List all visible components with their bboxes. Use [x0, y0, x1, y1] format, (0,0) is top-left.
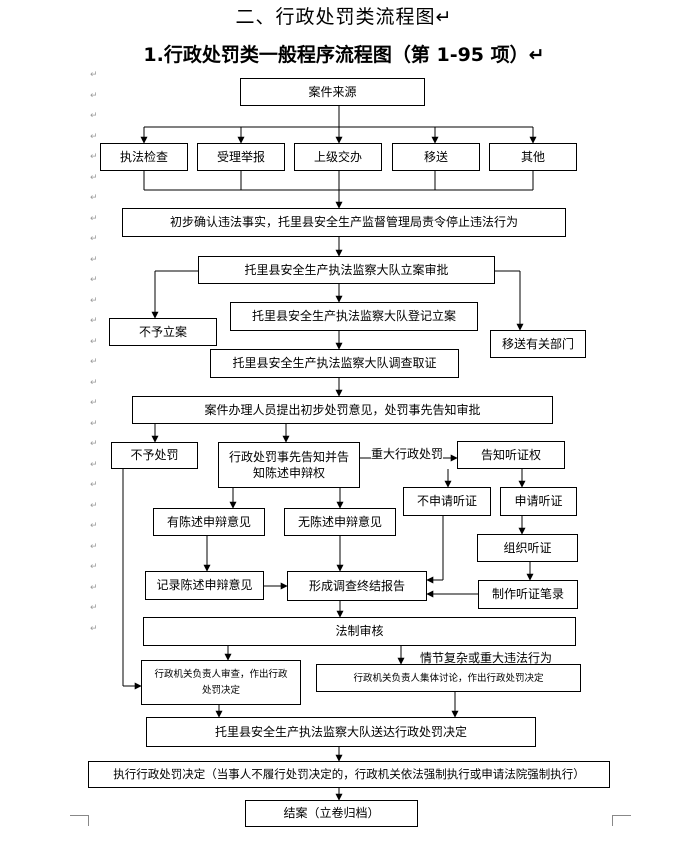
paragraph-mark: ↵	[90, 419, 98, 429]
node-case-source: 案件来源	[240, 78, 425, 106]
node-register-case: 托里县安全生产执法监察大队登记立案	[230, 302, 478, 331]
paragraph-mark: ↵	[435, 6, 453, 28]
node-preliminary-opinion: 案件办理人员提出初步处罚意见，处罚事先告知审批	[132, 396, 553, 424]
paragraph-mark: ↵	[90, 275, 98, 285]
node-referral-from-superior: 上级交办	[294, 143, 382, 171]
node-hearing-right-notice: 告知听证权	[457, 441, 565, 469]
node-transfer-in: 移送	[392, 143, 480, 171]
node-prior-notice: 行政处罚事先告知并告知陈述申辩权	[218, 442, 360, 488]
paragraph-mark: ↵	[90, 439, 98, 449]
paragraph-mark: ↵	[90, 398, 98, 408]
paragraph-mark: ↵	[90, 296, 98, 306]
paragraph-mark: ↵	[90, 214, 98, 224]
node-deliver-decision: 托里县安全生产执法监察大队送达行政处罚决定	[146, 717, 536, 747]
paragraph-mark: ↵	[90, 70, 98, 80]
paragraph-mark: ↵	[90, 91, 98, 101]
paragraph-mark: ↵	[90, 583, 98, 593]
paragraph-mark: ↵	[90, 316, 98, 326]
node-organize-hearing: 组织听证	[477, 534, 578, 562]
node-legal-review: 法制审核	[143, 617, 576, 646]
edge-label-complex-case: 情节复杂或重大违法行为	[420, 649, 553, 666]
node-close-case: 结案（立卷归档）	[245, 800, 418, 827]
page-corner-mark-right	[612, 815, 631, 826]
paragraph-mark: ↵	[90, 234, 98, 244]
node-law-inspection: 执法检查	[100, 143, 188, 171]
paragraph-mark: ↵	[90, 173, 98, 183]
paragraph-mark: ↵	[90, 357, 98, 367]
node-no-hearing: 不申请听证	[403, 487, 491, 516]
paragraph-mark: ↵	[90, 255, 98, 265]
node-head-review: 行政机关负责人审查，作出行政处罚决定	[141, 660, 301, 705]
paragraph-mark: ↵	[90, 624, 98, 634]
node-filing-approval: 托里县安全生产执法监察大队立案审批	[198, 256, 495, 284]
node-preliminary-confirmation: 初步确认违法事实，托里县安全生产监督管理局责令停止违法行为	[122, 208, 566, 237]
node-with-defense: 有陈述申辩意见	[153, 508, 265, 536]
paragraph-mark: ↵	[90, 378, 98, 388]
node-execute-decision: 执行行政处罚决定（当事人不履行处罚决定的，行政机关依法强制执行或申请法院强制执行…	[88, 761, 610, 788]
node-record-defense: 记录陈述申辩意见	[145, 571, 264, 600]
node-collective-discussion: 行政机关负责人集体讨论，作出行政处罚决定	[316, 664, 581, 692]
paragraph-mark: ↵	[90, 480, 98, 490]
node-no-filing: 不予立案	[109, 318, 217, 346]
document-title: 二、行政处罚类流程图↵	[235, 6, 453, 28]
node-final-report: 形成调查终结报告	[287, 571, 427, 601]
paragraph-mark: ↵	[90, 521, 98, 531]
paragraph-mark: ↵	[90, 337, 98, 347]
paragraph-mark: ↵	[90, 603, 98, 613]
paragraph-mark: ↵	[90, 132, 98, 142]
node-other-source: 其他	[489, 143, 577, 171]
node-no-penalty: 不予处罚	[111, 442, 198, 469]
paragraph-mark: ↵	[528, 44, 545, 66]
node-apply-hearing: 申请听证	[500, 487, 577, 516]
paragraph-mark: ↵	[90, 111, 98, 121]
node-investigation: 托里县安全生产执法监察大队调查取证	[210, 349, 459, 378]
node-hearing-record: 制作听证笔录	[478, 580, 578, 609]
paragraph-mark: ↵	[90, 562, 98, 572]
paragraph-mark: ↵	[90, 460, 98, 470]
page-corner-mark-left	[70, 815, 89, 826]
paragraph-mark: ↵	[90, 152, 98, 162]
document-subtitle: 1.行政处罚类一般程序流程图（第 1-95 项）↵	[143, 44, 545, 66]
node-accept-report: 受理举报	[197, 143, 285, 171]
node-without-defense: 无陈述申辩意见	[284, 508, 396, 536]
edge-label-major-penalty: 重大行政处罚	[371, 445, 444, 462]
node-transfer-to-department: 移送有关部门	[490, 330, 586, 358]
paragraph-mark: ↵	[90, 193, 98, 203]
paragraph-mark: ↵	[90, 542, 98, 552]
paragraph-mark: ↵	[90, 501, 98, 511]
